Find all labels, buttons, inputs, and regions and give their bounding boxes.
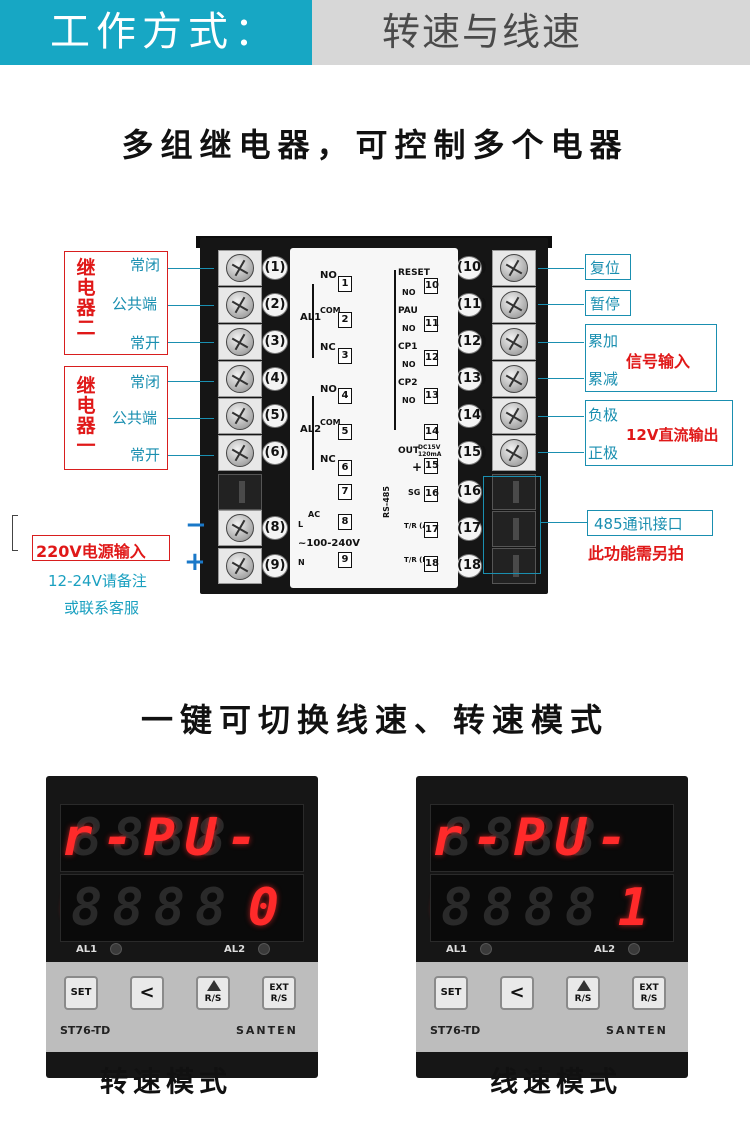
screw-icon [500,439,528,467]
screw-icon [500,365,528,393]
mode-label: 工作方式： [0,0,312,65]
bottom-display-window: 8888 0 [60,874,304,942]
relay-group-2-label: 继电器二 [76,257,96,339]
relay-title: 多组继电器，可控制多个电器 [121,126,629,164]
brand-name: SANTEN [236,1024,298,1037]
terminal-9: (9) [212,548,292,584]
model-number: ST76-TD [60,1024,111,1037]
sub-label: 累减 [588,370,619,388]
mode-value: 转速与线速 [312,0,750,65]
terminal-2: (2) [212,287,292,323]
bottom-display-window: 8888 1 [430,874,674,942]
caption-rpm-mode: 转速模式 [100,1065,233,1098]
pause-label: 暂停 [590,295,621,313]
wiring-panel: NO 1 AL1 COM 2 NC 3 NO 4 AL2 COM 5 NC 6 … [290,248,458,588]
relay2-no: 常开 [130,334,161,352]
extra-cost-label: 此功能需另拍 [588,544,685,563]
empty-slot [218,474,262,510]
up-arrow-icon [577,980,591,991]
terminal-12: (12) [452,324,536,360]
relay-group-2-box [64,251,168,355]
screw-icon [226,514,254,542]
al1-led-icon [110,943,122,955]
al2-led-icon [628,943,640,955]
up-rs-button[interactable]: R/S [566,976,600,1010]
set-button[interactable]: SET [64,976,98,1010]
relay1-no: 常开 [130,446,161,464]
relay-group-1-box [64,366,168,470]
switch-title: 一键可切换线速、转速模式 [140,701,609,739]
terminal-8: (8) [212,510,292,546]
brand-name: SANTEN [606,1024,668,1037]
set-button[interactable]: SET [434,976,468,1010]
terminal-10: (10) [452,250,536,286]
terminal-18: (18) [452,548,536,584]
power-input-box [32,535,170,561]
dc-output-label: 12V直流输出 [626,426,719,444]
bottom-readout: 1 [617,878,659,938]
relay2-nc: 常闭 [130,256,161,274]
top-display-window: 8888 r-PU-0 [60,804,304,934]
screw-icon [500,291,528,319]
add-label: 累加 [588,332,619,350]
screw-icon [226,291,254,319]
terminal-15: (15) [452,435,536,471]
screw-icon [226,365,254,393]
signal-input-label: 信号输入 [626,352,691,371]
power-note-2: 或联系客服 [64,599,140,617]
al2-led-icon [258,943,270,955]
minus-icon: − [185,510,207,540]
model-number: ST76-TD [430,1024,481,1037]
negative-label: 负极 [588,406,619,424]
top-display-window: 8888 r-PU-0 [430,804,674,934]
rs485-label: 485通讯接口 [594,515,683,533]
screw-icon [226,328,254,356]
up-rs-button[interactable]: R/S [196,976,230,1010]
screw-icon [500,328,528,356]
terminal-4: (4) [212,361,292,397]
terminal-3: (3) [212,324,292,360]
reset-label: 复位 [590,259,621,277]
screw-icon [226,552,254,580]
terminal-1: (1) [212,250,292,286]
relay1-nc: 常闭 [130,373,161,391]
relay-group-1-label: 继电器一 [76,375,96,457]
screw-icon [500,254,528,282]
power-input-label: 220V电源输入 [36,542,146,561]
shift-left-button[interactable]: < [500,976,534,1010]
display-unit-2: 8888 r-PU-0 8888 1 AL1 AL2 SET < R/S EXT… [416,776,688,1078]
display-unit-1: 8888 r-PU-0 8888 0 AL1 AL2 SET < R/S EXT… [46,776,318,1078]
relay1-com: 公共端 [112,409,158,427]
screw-icon [226,439,254,467]
positive-label: 正极 [588,444,619,462]
screw-icon [226,402,254,430]
terminal-6: (6) [212,435,292,471]
screw-icon [500,402,528,430]
header-bar: 工作方式： 转速与线速 [0,0,750,65]
plus-icon: + [184,547,206,577]
terminal-14: (14) [452,398,536,434]
terminal-13: (13) [452,361,536,397]
screw-icon [226,254,254,282]
terminal-17: (17) [452,511,536,547]
al1-led-icon [480,943,492,955]
bottom-readout: 0 [247,878,289,938]
relay2-com: 公共端 [112,295,158,313]
terminal-11: (11) [452,287,536,323]
terminal-5: (5) [212,398,292,434]
caption-line-speed-mode: 线速模式 [490,1065,623,1098]
shift-left-button[interactable]: < [130,976,164,1010]
up-arrow-icon [207,980,221,991]
power-note-1: 12-24V请备注 [48,572,147,590]
